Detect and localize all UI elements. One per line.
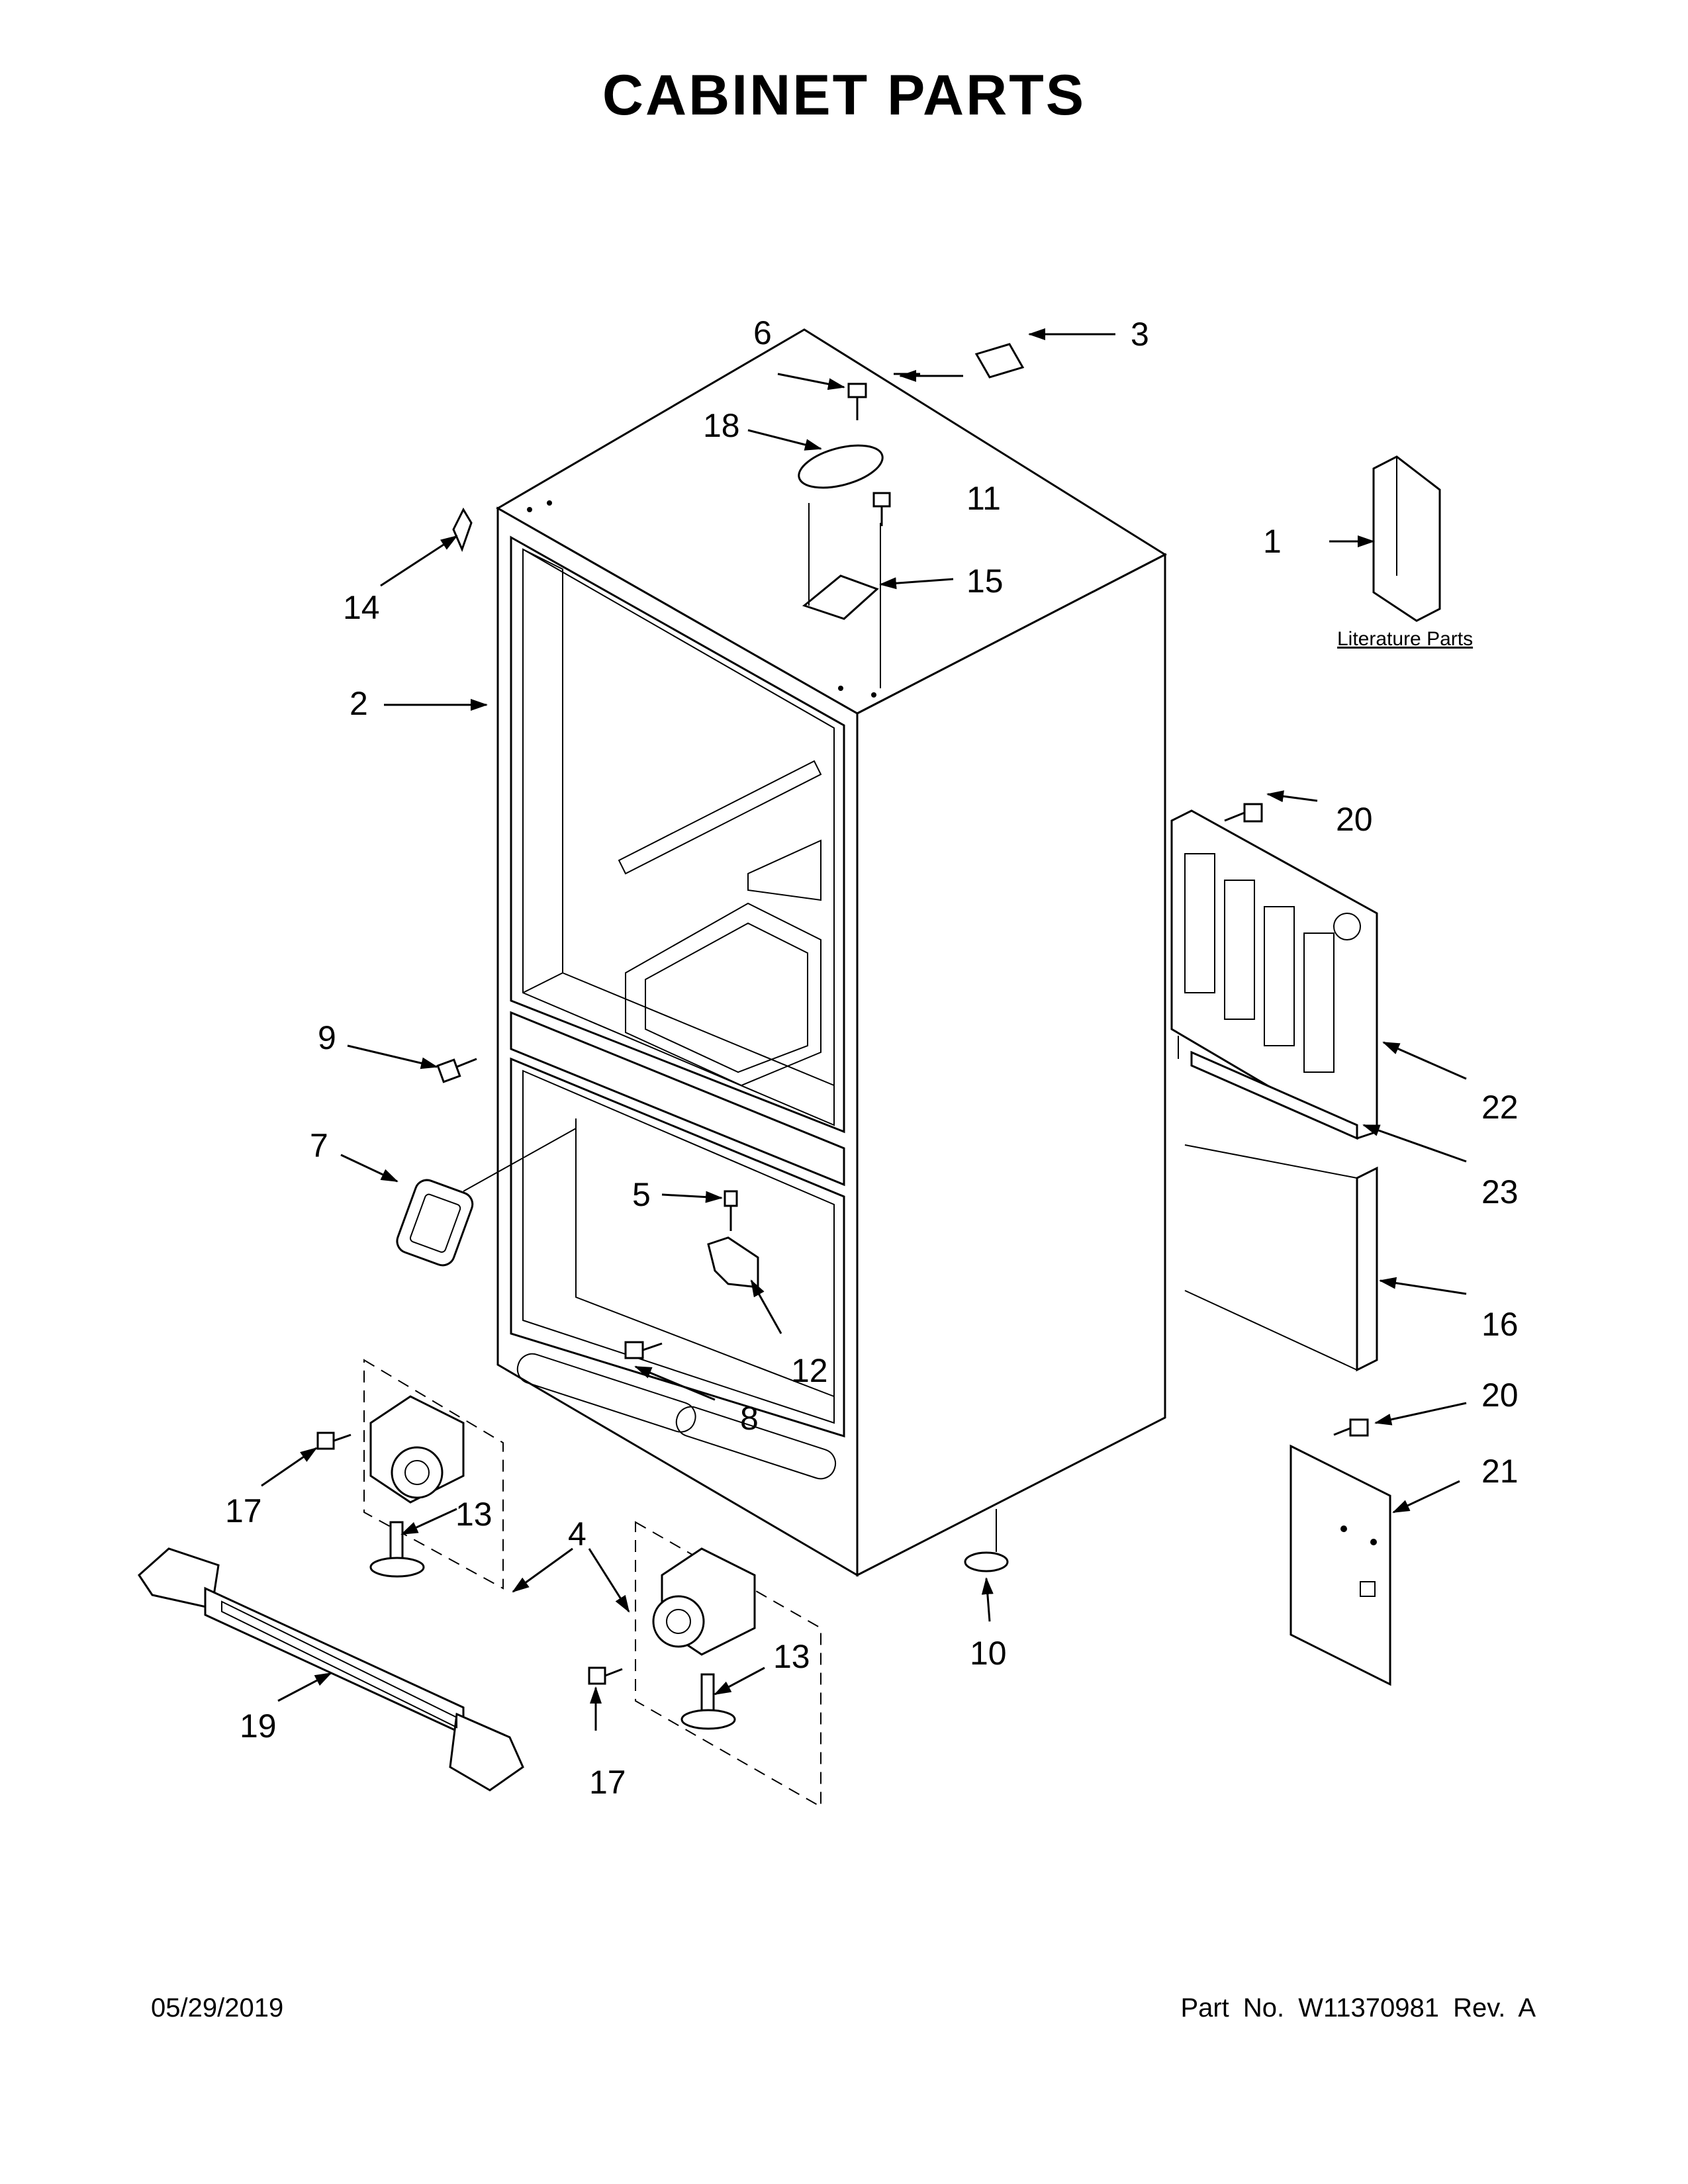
callout-15: 15 [966,563,1004,600]
callout-18: 18 [703,407,740,444]
literature-parts-label: Literature Parts [1337,628,1473,650]
callout-13-right: 13 [773,1638,810,1675]
callout-2: 2 [350,685,368,722]
literature-booklet [1372,455,1441,622]
badge-part [396,1179,474,1267]
gasket-strip [1190,1050,1358,1140]
callout-22: 22 [1481,1089,1519,1126]
screw-20-bottom [1333,1418,1369,1437]
callout-14: 14 [343,589,380,626]
callout-21: 21 [1481,1453,1519,1490]
screw-17-right [588,1666,623,1685]
callout-1: 1 [1263,523,1282,560]
callout-23: 23 [1481,1173,1519,1210]
callout-17-left: 17 [225,1492,262,1529]
callout-9: 9 [318,1019,336,1056]
hinge-bracket [802,574,879,620]
screw-20-top [1224,803,1263,823]
footer-date: 05/29/2019 [151,1993,284,2023]
callout-labels: 1 2 3 6 18 11 15 14 20 22 23 16 20 21 9 … [225,314,1519,1801]
foot-pad [964,1551,1009,1572]
callout-19: 19 [240,1707,277,1745]
callout-16: 16 [1481,1306,1519,1343]
callout-4: 4 [568,1516,586,1553]
callout-13-left: 13 [455,1496,492,1533]
access-plate [1289,1444,1391,1686]
callout-20-bottom: 20 [1481,1377,1519,1414]
screw-17-left [316,1432,352,1450]
screw-9 [436,1058,477,1083]
callout-8: 8 [740,1400,759,1437]
callout-10: 10 [970,1635,1007,1672]
pin-5 [724,1190,738,1231]
callout-12: 12 [791,1352,828,1389]
hinge-cover [798,444,884,489]
cabinet-body [495,328,1168,1577]
screw-6 [847,383,867,420]
callout-11: 11 [966,480,1001,517]
roller-assembly-left [363,1359,504,1590]
screw-8 [624,1341,663,1359]
back-panel [1184,1144,1378,1372]
screw-11 [872,492,891,526]
callout-3: 3 [1131,316,1149,353]
clip-part [452,507,473,553]
label-plate [974,343,1025,379]
callout-5: 5 [632,1176,651,1213]
footer-part-number: Part No. W11370981 Rev. A [1180,1993,1536,2023]
roller-assembly-right [635,1521,821,1808]
callout-7: 7 [310,1127,328,1164]
toe-grille [138,1547,524,1792]
callout-17-right: 17 [589,1764,626,1801]
callout-6: 6 [753,314,772,351]
callout-20-top: 20 [1336,801,1373,838]
page-title: CABINET PARTS [602,64,1086,127]
leader-arrows [261,328,1467,1731]
